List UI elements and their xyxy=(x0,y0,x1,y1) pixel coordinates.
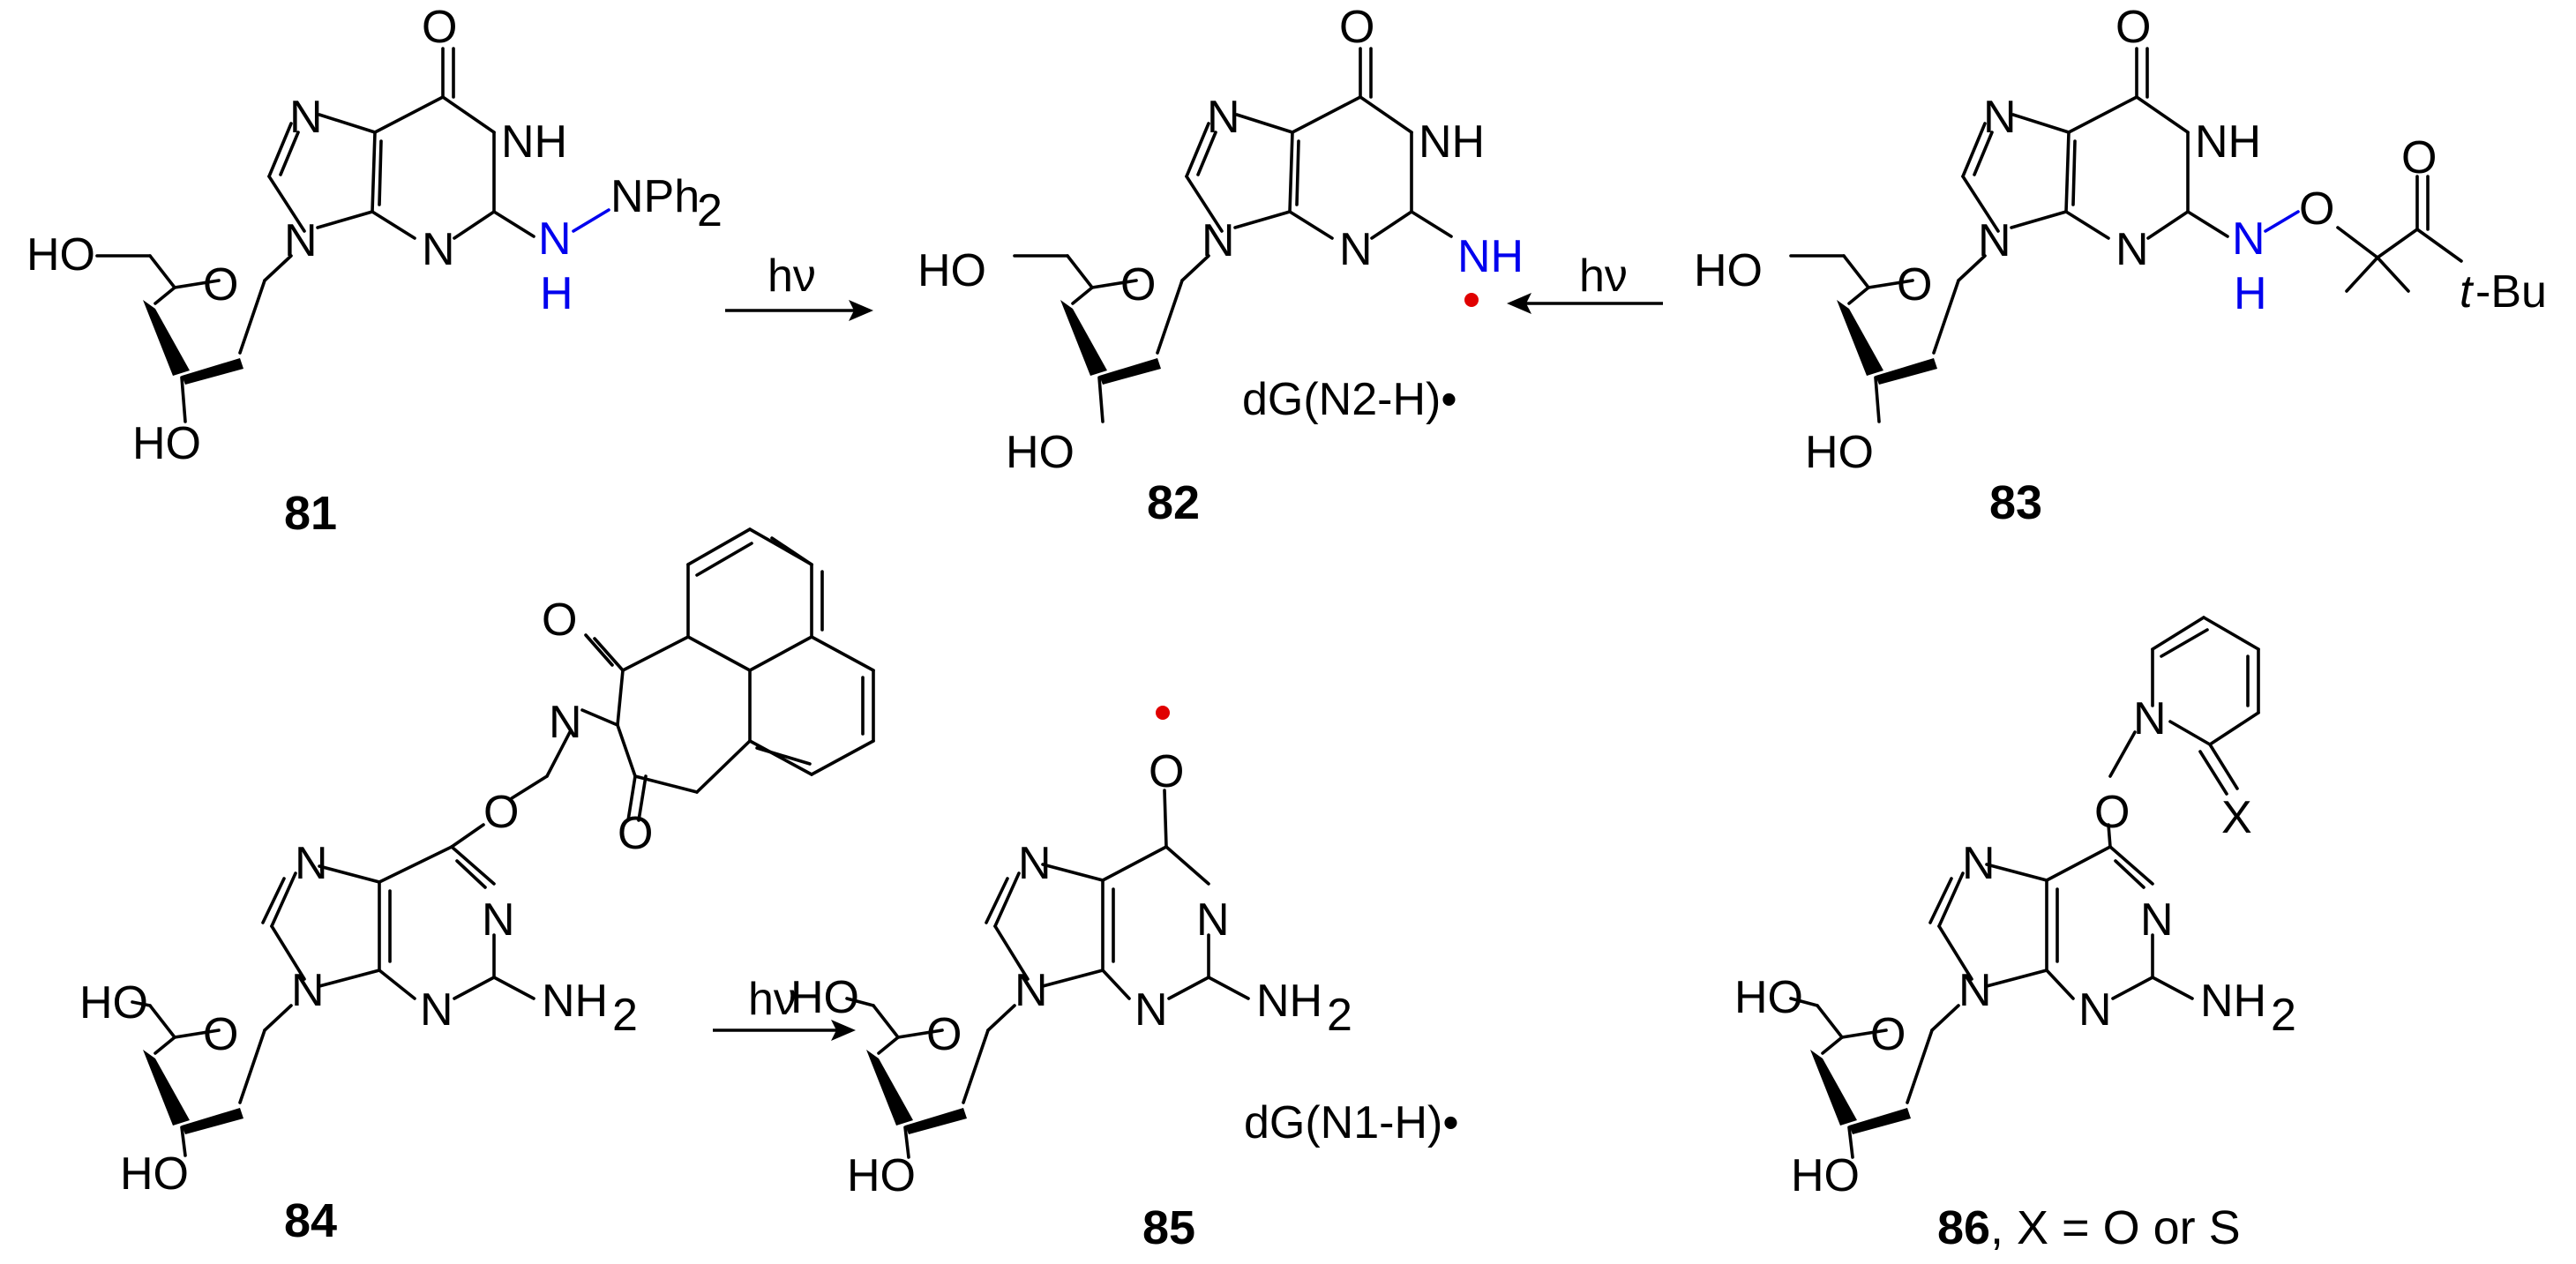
compound-label-81: 81 xyxy=(284,487,337,540)
atom-ho3p: HO xyxy=(847,1150,916,1201)
atom-n1h: NH xyxy=(1419,116,1485,168)
compound-85: O N N N N NH 2 O HO HO HO dG(N1-H)• 85 xyxy=(790,706,1459,1254)
atom-nh2: NH xyxy=(1256,976,1322,1027)
compound-86-condition: , X = O or S xyxy=(1990,1201,2241,1254)
compound-81: O NH N N N N H NPh 2 O HO HO 81 xyxy=(26,2,723,540)
atom-n2: N xyxy=(2232,213,2265,265)
atom-n3: N xyxy=(2078,984,2112,1036)
atom-n2-h: H xyxy=(2234,268,2267,319)
atom-o4p: O xyxy=(203,259,238,310)
atom-ho5p: HO xyxy=(1694,245,1763,296)
atom-o-imide-2: O xyxy=(618,808,653,859)
atom-n9: N xyxy=(1958,965,1992,1016)
atom-n1h: NH xyxy=(501,116,567,168)
atom-nh2: NH xyxy=(2200,976,2266,1027)
atom-o4p: O xyxy=(1120,259,1156,310)
atom-o4p: O xyxy=(926,1009,962,1060)
atom-n7: N xyxy=(1962,838,1996,889)
atom-n-imide: N xyxy=(549,697,582,748)
atom-n9: N xyxy=(1015,965,1048,1016)
compound-84: O N O O N N N N NH 2 O HO xyxy=(79,527,875,1247)
atom-o4p: O xyxy=(203,1009,238,1060)
compound-83: O NH N N N N H O O t -Bu O HO HO 83 xyxy=(1694,2,2547,529)
atom-ho5p: HO xyxy=(917,245,986,296)
atom-o6: O xyxy=(2115,2,2151,53)
atom-o-alkoxy: O xyxy=(2299,183,2334,235)
reaction-arrow-84-85: hν xyxy=(713,974,856,1041)
atom-o-imide-1: O xyxy=(542,595,577,646)
atom-nph2: NPh xyxy=(610,171,700,222)
atom-n1: N xyxy=(1196,894,1230,946)
atom-ho3p: HO xyxy=(120,1148,189,1200)
atom-n7: N xyxy=(1207,92,1240,143)
compound-82: O NH N N N NH O HO HO dG(N2-H)• 82 xyxy=(917,2,1524,529)
compound-label-84: 84 xyxy=(284,1194,337,1247)
atom-n3: N xyxy=(1134,984,1168,1036)
atom-n1: N xyxy=(2140,894,2174,946)
compound-label-86: 86 xyxy=(1937,1201,1990,1254)
compound-label-82: 82 xyxy=(1147,476,1200,529)
atom-n7: N xyxy=(1018,838,1052,889)
atom-nh2: NH xyxy=(542,976,608,1027)
radical-dot xyxy=(1156,706,1170,720)
atom-o6: O xyxy=(1339,2,1374,53)
atom-o-link: O xyxy=(483,787,519,838)
atom-n-pyridone: N xyxy=(2133,693,2167,744)
radical-dot xyxy=(1464,293,1479,307)
atom-nh2-sub: 2 xyxy=(2271,990,2296,1041)
caption-dg-n1h: dG(N1-H)• xyxy=(1244,1097,1459,1148)
atom-n2: N xyxy=(538,213,572,265)
atom-tbu-t: t xyxy=(2460,266,2475,318)
atom-o-ketone: O xyxy=(2401,132,2437,183)
atom-ho5p-visible: HO xyxy=(790,972,859,1023)
atom-tbu-rest: -Bu xyxy=(2475,266,2547,318)
atom-n2-h: H xyxy=(540,268,573,319)
atom-o4p: O xyxy=(1870,1009,1906,1060)
atom-nh2-sub: 2 xyxy=(1327,990,1352,1041)
atom-x: X xyxy=(2221,792,2252,843)
atom-ho3p: HO xyxy=(1791,1150,1860,1201)
hv-label: hν xyxy=(1579,251,1628,302)
atom-n1: N xyxy=(482,894,515,946)
compound-label-83: 83 xyxy=(1989,476,2042,529)
reaction-arrow-81-82: hν xyxy=(725,251,873,321)
atom-nph2-sub: 2 xyxy=(697,185,723,236)
atom-ho3p: HO xyxy=(1805,427,1874,478)
hv-label: hν xyxy=(768,251,816,302)
atom-n3: N xyxy=(2115,224,2149,275)
atom-n2h-radical: NH xyxy=(1457,231,1524,282)
atom-n3: N xyxy=(420,984,453,1036)
atom-o6-radical: O xyxy=(1149,746,1184,797)
reaction-arrow-83-82: hν xyxy=(1507,251,1663,314)
atom-ho5p: HO xyxy=(79,977,148,1028)
atom-o-link: O xyxy=(2094,787,2130,838)
hv-label: hν xyxy=(748,974,797,1025)
atom-o4p: O xyxy=(1897,259,1932,310)
atom-n9: N xyxy=(291,965,325,1016)
atom-nh2-sub: 2 xyxy=(612,990,638,1041)
atom-n3: N xyxy=(1339,224,1373,275)
atom-n3: N xyxy=(422,224,455,275)
atom-n7: N xyxy=(295,838,328,889)
caption-dg-n2h: dG(N2-H)• xyxy=(1242,374,1457,425)
atom-n7: N xyxy=(289,92,323,143)
atom-ho5p: HO xyxy=(1734,972,1803,1023)
atom-o6: O xyxy=(422,2,457,53)
atom-n1h: NH xyxy=(2195,116,2261,168)
atom-ho5p: HO xyxy=(26,229,95,280)
compound-86: N X O N N N N NH 2 O HO HO xyxy=(1734,616,2296,1254)
atom-ho3p: HO xyxy=(132,418,201,469)
atom-n7: N xyxy=(1983,92,2017,143)
atom-ho3p: HO xyxy=(1006,427,1075,478)
compound-label-85: 85 xyxy=(1142,1201,1195,1254)
